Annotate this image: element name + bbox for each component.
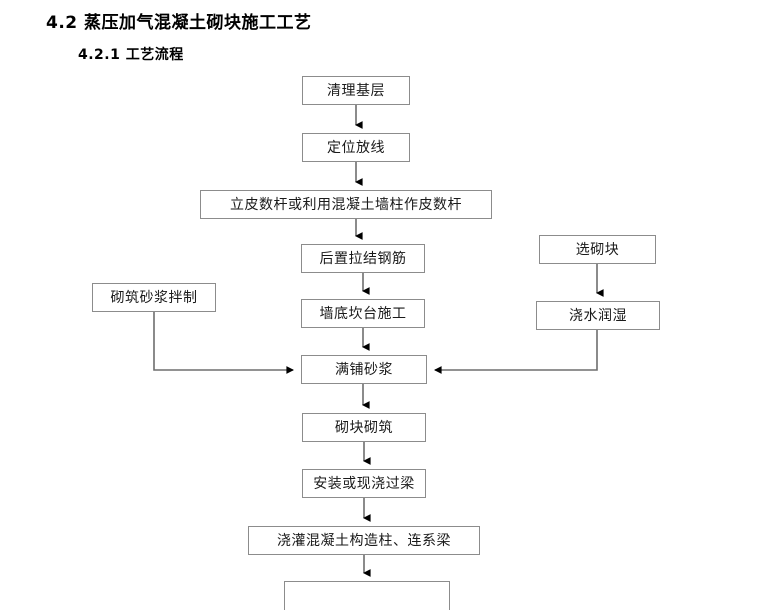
flow-node-label: 清理基层 (327, 82, 385, 99)
section-subtitle: 4.2.1 工艺流程 (78, 47, 184, 63)
flow-node-label: 满铺砂浆 (335, 361, 393, 378)
flow-node-water-wetting[interactable]: 浇水润湿 (536, 301, 660, 330)
flow-node-course-pole[interactable]: 立皮数杆或利用混凝土墙柱作皮数杆 (200, 190, 492, 219)
flow-node-label: 选砌块 (575, 241, 620, 258)
flow-node-label: 定位放线 (327, 139, 385, 156)
flow-node-label: 立皮数杆或利用混凝土墙柱作皮数杆 (230, 196, 462, 213)
process-flowchart: 清理基层 定位放线 立皮数杆或利用混凝土墙柱作皮数杆 后置拉结钢筋 墙底坎台施工… (92, 76, 660, 610)
flow-node-setting-out[interactable]: 定位放线 (302, 133, 410, 162)
flow-node-label: 砌筑砂浆拌制 (110, 289, 198, 306)
flow-node-clean-base[interactable]: 清理基层 (302, 76, 410, 105)
flow-node-label: 砌块砌筑 (335, 419, 393, 436)
flow-node-label: 后置拉结钢筋 (319, 250, 407, 267)
flow-node-select-blocks[interactable]: 选砌块 (539, 235, 656, 264)
flow-node-label: 浇灌混凝土构造柱、连系梁 (277, 532, 451, 549)
flow-node-post-tie-bars[interactable]: 后置拉结钢筋 (301, 244, 425, 273)
edge-r2-n6 (433, 330, 598, 374)
flow-node-pour-column-beam[interactable]: 浇灌混凝土构造柱、连系梁 (248, 526, 480, 555)
flow-node-label: 安装或现浇过梁 (313, 475, 415, 492)
flow-node-label: 浇水润湿 (569, 307, 627, 324)
flow-node-install-lintel[interactable]: 安装或现浇过梁 (302, 469, 426, 498)
page-title: 4.2 蒸压加气混凝土砌块施工工艺 (46, 13, 312, 33)
flow-node-spread-mortar[interactable]: 满铺砂浆 (301, 355, 427, 384)
flow-node-block-laying[interactable]: 砌块砌筑 (302, 413, 426, 442)
flow-node-wall-base-curb[interactable]: 墙底坎台施工 (301, 299, 425, 328)
flow-node-clipped-bottom[interactable] (284, 581, 450, 610)
edge-l1-n6 (153, 312, 295, 374)
flow-node-label: 墙底坎台施工 (319, 305, 407, 322)
flow-node-mortar-mixing[interactable]: 砌筑砂浆拌制 (92, 283, 216, 312)
